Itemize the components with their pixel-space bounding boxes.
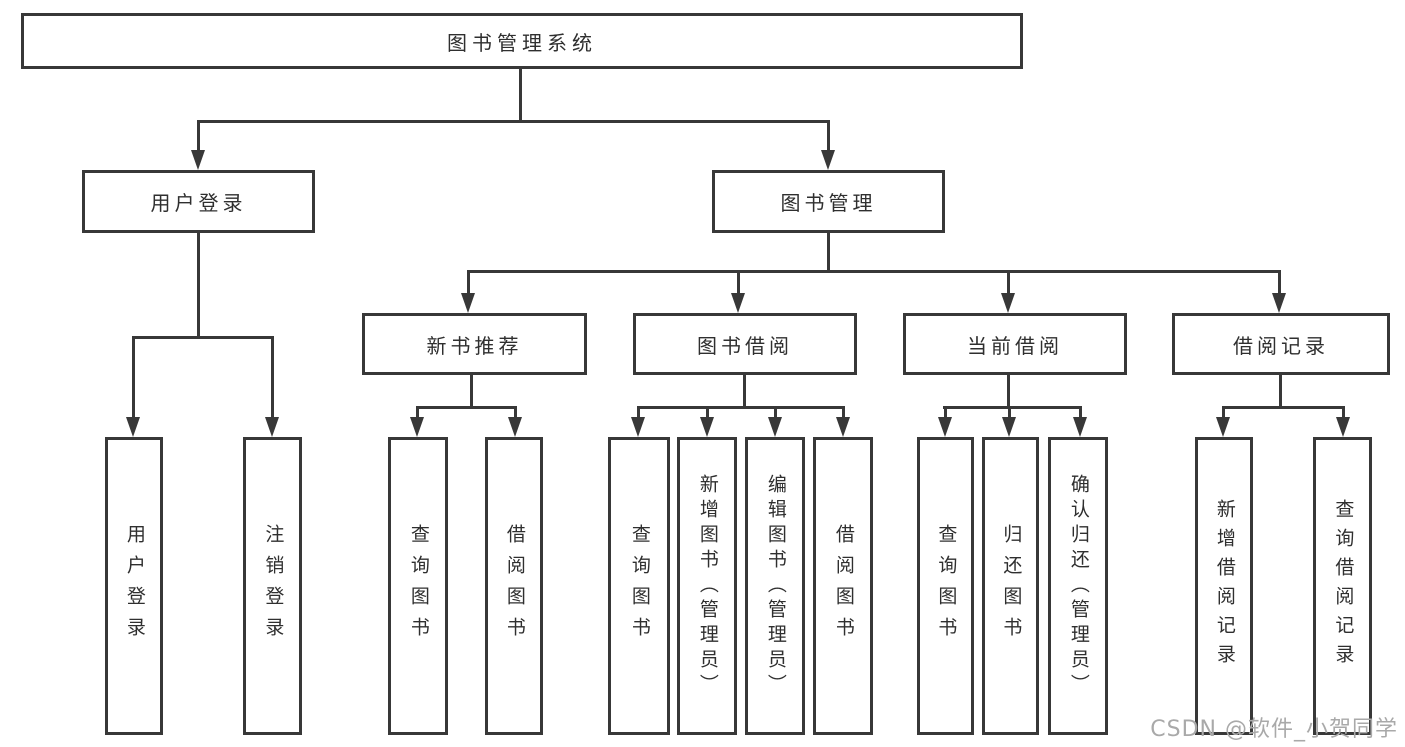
arrow-down-icon [768,417,782,437]
leaf-query-book-1-label: 查询图书 [407,524,430,648]
node-user-login: 用户登录 [82,170,315,233]
connector-vline [743,375,746,406]
arrow-down-icon [1272,293,1286,313]
connector-vline [197,120,200,152]
connector-vline [416,406,419,419]
connector-hline [943,406,1082,409]
arrow-down-icon [1073,417,1087,437]
leaf-query-book-3: 查询图书 [917,437,974,735]
leaf-logout-label: 注销登录 [262,524,285,648]
leaf-query-book-1: 查询图书 [388,437,448,735]
leaf-query-borrow-record: 查询借阅记录 [1313,437,1372,735]
arrow-down-icon [508,417,522,437]
arrow-down-icon [1336,417,1350,437]
connector-vline [467,270,470,295]
connector-hline [416,406,516,409]
leaf-user-login: 用户登录 [105,437,163,735]
csdn-watermark: CSDN @软件_小贺同学 [1150,717,1398,742]
node-root-label: 图书管理系统 [447,30,597,55]
leaf-add-borrow-record: 新增借阅记录 [1195,437,1253,735]
arrow-down-icon [631,417,645,437]
leaf-borrow-book-2-label: 借阅图书 [832,524,855,648]
arrow-down-icon [461,293,475,313]
connector-hline [132,336,273,339]
leaf-query-book-2: 查询图书 [608,437,670,735]
connector-vline [774,406,777,419]
leaf-edit-book-admin: 编辑图书（管理员） [745,437,805,735]
connector-vline [514,406,517,419]
node-user-login-label: 用户登录 [150,191,247,215]
connector-vline [1279,375,1282,406]
arrow-down-icon [700,417,714,437]
leaf-return-book: 归还图书 [982,437,1039,735]
arrow-down-icon [938,417,952,437]
connector-vline [519,69,522,120]
connector-vline [1008,406,1011,419]
connector-vline [637,406,640,419]
leaf-return-book-label: 归还图书 [1000,524,1023,648]
arrow-down-icon [731,293,745,313]
node-new-book-recommend: 新书推荐 [362,313,587,375]
leaf-confirm-return-admin: 确认归还（管理员） [1048,437,1108,735]
leaf-user-login-label: 用户登录 [123,524,146,648]
arrow-down-icon [265,417,279,437]
leaf-add-book-admin: 新增图书（管理员） [677,437,737,735]
arrow-down-icon [191,150,205,170]
arrow-down-icon [410,417,424,437]
node-current-borrow: 当前借阅 [903,313,1127,375]
arrow-down-icon [126,417,140,437]
node-borrow-record-label: 借阅记录 [1233,333,1329,358]
leaf-logout: 注销登录 [243,437,302,735]
connector-vline [1007,375,1010,406]
arrow-down-icon [1001,293,1015,313]
connector-vline [132,336,135,419]
node-book-borrow: 图书借阅 [633,313,857,375]
node-book-borrow-label: 图书借阅 [697,333,793,358]
connector-hline [1222,406,1345,409]
connector-hline [467,270,1281,273]
connector-vline [197,233,200,336]
connector-vline [842,406,845,419]
arrow-down-icon [836,417,850,437]
leaf-query-borrow-record-label: 查询借阅记录 [1332,499,1355,673]
leaf-add-book-admin-label: 新增图书（管理员） [696,473,719,699]
node-book-management-label: 图书管理 [780,191,877,215]
node-book-management: 图书管理 [712,170,945,233]
leaf-query-book-3-label: 查询图书 [935,524,958,648]
connector-vline [827,120,830,152]
connector-vline [1079,406,1082,419]
connector-hline [637,406,844,409]
node-root: 图书管理系统 [21,13,1023,69]
arrow-down-icon [821,150,835,170]
leaf-borrow-book-1-label: 借阅图书 [503,524,526,648]
arrow-down-icon [1216,417,1230,437]
connector-vline [271,336,274,419]
leaf-add-borrow-record-label: 新增借阅记录 [1213,499,1236,673]
node-borrow-record: 借阅记录 [1172,313,1390,375]
leaf-confirm-return-admin-label: 确认归还（管理员） [1067,473,1090,699]
node-current-borrow-label: 当前借阅 [967,333,1063,358]
connector-vline [1278,270,1281,295]
leaf-edit-book-admin-label: 编辑图书（管理员） [764,473,787,699]
connector-vline [737,270,740,295]
connector-vline [1007,270,1010,295]
leaf-borrow-book-1: 借阅图书 [485,437,543,735]
arrow-down-icon [1002,417,1016,437]
connector-vline [470,375,473,406]
connector-vline [827,233,830,270]
connector-vline [1222,406,1225,419]
connector-hline [197,120,830,123]
connector-vline [1342,406,1345,419]
leaf-query-book-2-label: 查询图书 [628,524,651,648]
connector-vline [706,406,709,419]
connector-vline [944,406,947,419]
leaf-borrow-book-2: 借阅图书 [813,437,873,735]
node-new-book-recommend-label: 新书推荐 [426,333,523,358]
